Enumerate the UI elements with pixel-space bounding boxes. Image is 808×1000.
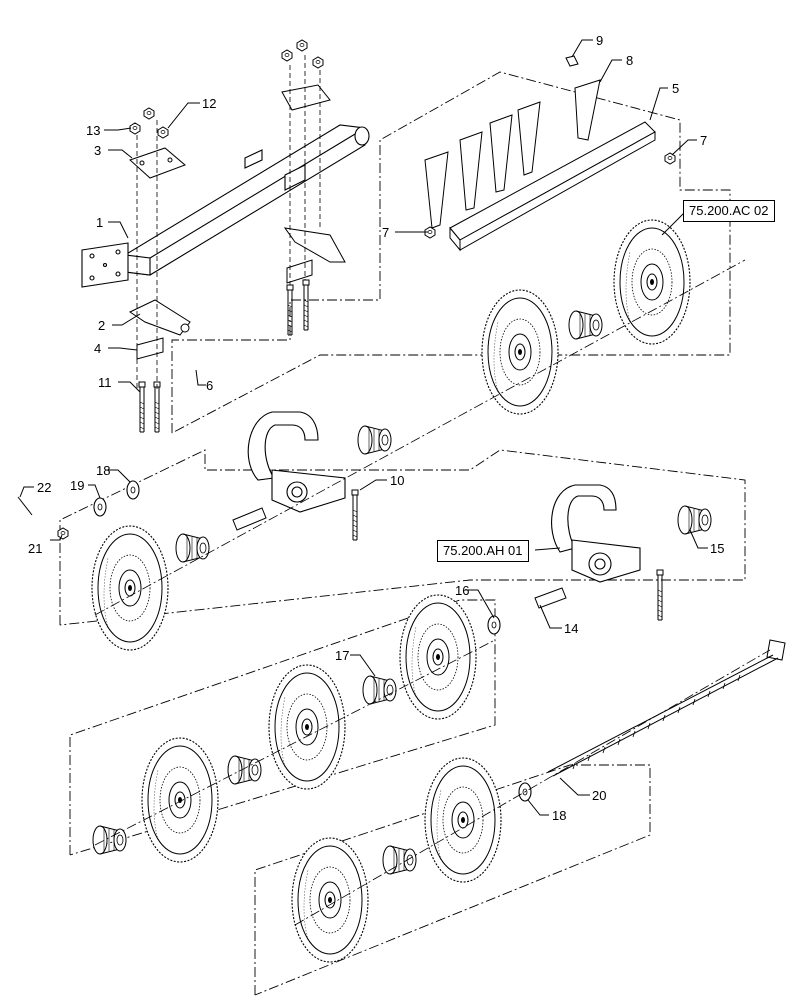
spool-4 [92,825,127,855]
nut-b [296,39,308,52]
callout-9: 9 [596,33,603,48]
bearing-10 [357,425,392,455]
bolt-b [302,279,310,331]
nut-13 [129,122,141,135]
callout-5: 5 [672,81,679,96]
reference-75-200-ah-01[interactable]: 75.200.AH 01 [437,540,529,562]
callout-7-left: 7 [382,225,389,240]
nut-c [312,56,324,69]
disc-8 [291,837,369,963]
callout-16: 16 [455,583,469,598]
arch-standard-1 [247,411,392,541]
spool-5 [382,845,417,875]
nut-21 [57,527,69,540]
callout-8: 8 [626,53,633,68]
washer-16 [487,615,501,635]
callout-labels: 1 2 3 4 5 6 7 7 8 9 10 11 12 13 14 15 16… [28,33,724,823]
spool-17 [362,675,397,705]
assembly-outlines [59,71,746,996]
disc-6 [141,737,219,863]
spool-1 [568,310,603,340]
callout-12: 12 [202,96,216,111]
gang-bolt [547,639,786,777]
callout-18-bottom: 18 [552,808,566,823]
callout-leaders [19,39,708,816]
disc-3 [91,525,169,651]
disc-7 [424,757,502,883]
callout-7-right: 7 [700,133,707,148]
arch-standard-2 [551,484,664,621]
callout-4: 4 [94,341,101,356]
scraper-bar [424,55,676,252]
callout-3: 3 [94,143,101,158]
left-hardware [17,480,712,802]
callout-19: 19 [70,478,84,493]
bearing-15 [677,505,712,535]
nut-top [143,107,155,120]
reference-75-200-ac-02[interactable]: 75.200.AC 02 [683,200,775,222]
callout-10: 10 [390,473,404,488]
spacer-tubes [232,507,567,609]
bolt-11 [138,381,146,433]
clamp-plate-bottom [128,299,191,433]
callout-6: 6 [206,378,213,393]
callout-17: 17 [335,648,349,663]
callout-14: 14 [564,621,578,636]
bolt-11b [153,381,161,433]
main-frame [81,124,370,288]
disc-2 [481,289,559,415]
disc-5 [268,664,346,790]
washer-19 [93,497,107,517]
callout-13: 13 [86,123,100,138]
spool-3 [227,755,262,785]
bolt-10 [351,489,359,541]
callout-11: 11 [98,375,112,390]
disc-1 [613,219,691,345]
washer-18 [126,480,140,500]
bolt-arch2 [656,569,664,621]
spool-2 [175,533,210,563]
nut-a [281,49,293,62]
disc-4 [399,594,477,720]
callout-1: 1 [96,215,103,230]
callout-22: 22 [37,480,51,495]
callout-18-top: 18 [96,463,110,478]
center-lines [94,259,771,926]
callout-2: 2 [98,318,105,333]
callout-20: 20 [592,788,606,803]
nut-12 [157,126,169,139]
callout-21: 21 [28,541,42,556]
nut-7-right [664,152,676,165]
mounting-bracket-upper [281,39,346,336]
callout-15: 15 [710,541,724,556]
clamp-plate-top [129,107,186,179]
vertical-leader-lines [136,55,321,390]
